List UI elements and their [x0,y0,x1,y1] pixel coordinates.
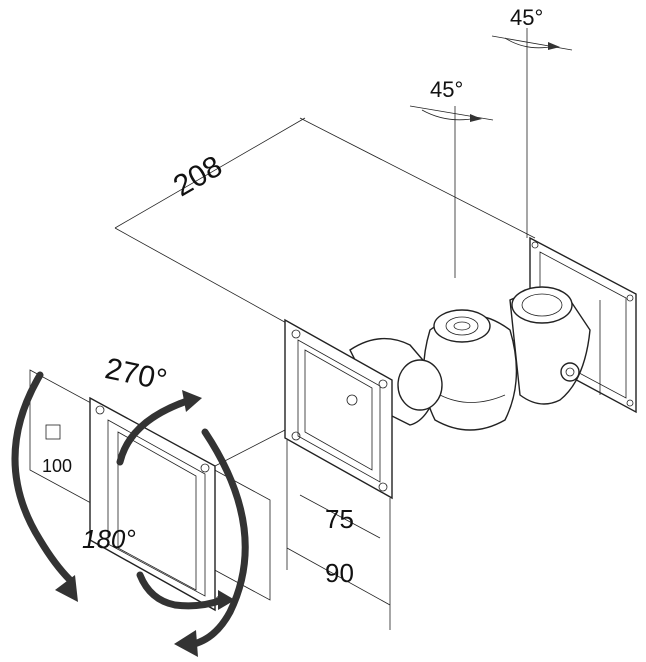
extension-line-back [299,117,536,239]
rotation-arrowhead-right [174,630,198,657]
vesa-dimension-75 [299,494,381,539]
tilt-mid-label: 45° [430,77,463,102]
middle-joint-cap [433,309,491,343]
wall-plate-screw [626,294,634,302]
rear-joint-cap [511,286,573,324]
vesa-side-label: 100 [42,456,72,476]
vesa-screw [291,431,301,441]
vesa-screw [378,379,388,389]
rotation-arrow-small [136,571,226,610]
vesa-screw [291,329,301,339]
monitor-mount-inner [107,419,206,597]
rotation-arrowhead-small [218,590,235,610]
extension-line-front [114,227,291,326]
tilt-arrowhead-mid [470,114,482,122]
monitor-mount-recess [117,431,197,591]
rotation-small-label: 180° [82,524,136,554]
tilt-ref-top [491,35,573,51]
tilt-arrowhead-top [548,42,560,50]
vesa-dimensions: 75 90 [286,440,391,630]
rear-joint-bore [521,293,563,317]
vesa-plate-center [346,394,358,406]
front-joint-barrel [397,359,443,411]
arm-assembly [349,286,591,431]
tilt-indicator-mid: 45° [409,77,494,278]
vesa-small-label: 75 [325,504,354,534]
vesa-plate-outer [284,318,393,500]
rotation-arrowhead-top [182,390,202,412]
vesa-large-label: 90 [325,558,354,588]
dimension-line-208 [114,117,306,229]
monitor-vesa-marker [45,424,61,440]
tilt-indicator-top: 45° [491,5,573,238]
rotation-arrow-right [186,428,249,649]
dimension-208: 208 [114,117,536,326]
vesa-plate-recess [304,349,373,471]
middle-joint-ring [445,316,479,336]
rotation-arrow-left [11,371,74,584]
mount-connector-top [214,429,286,467]
rear-joint-knob [560,362,580,382]
mount-screw [200,463,210,473]
vesa-screw [378,482,388,492]
rotation-arrowhead-left [55,575,78,602]
tilt-ref-mid [409,105,494,121]
mount-screw [95,405,105,415]
width-label: 208 [168,150,228,204]
vesa-plate-inner [297,339,381,483]
vesa-dimension-90 [286,547,391,606]
rotation-large-label: 270° [102,352,170,397]
vesa-plate [284,318,393,500]
wall-plate-screw [531,241,539,249]
tilt-arc-mid [421,109,478,121]
wall-plate-screw [626,399,634,407]
middle-joint-band [439,394,506,403]
rear-joint-knob-center [565,367,575,377]
rotation-arrow-top [116,396,194,466]
middle-joint-center [453,321,471,331]
tilt-top-label: 45° [510,5,543,30]
